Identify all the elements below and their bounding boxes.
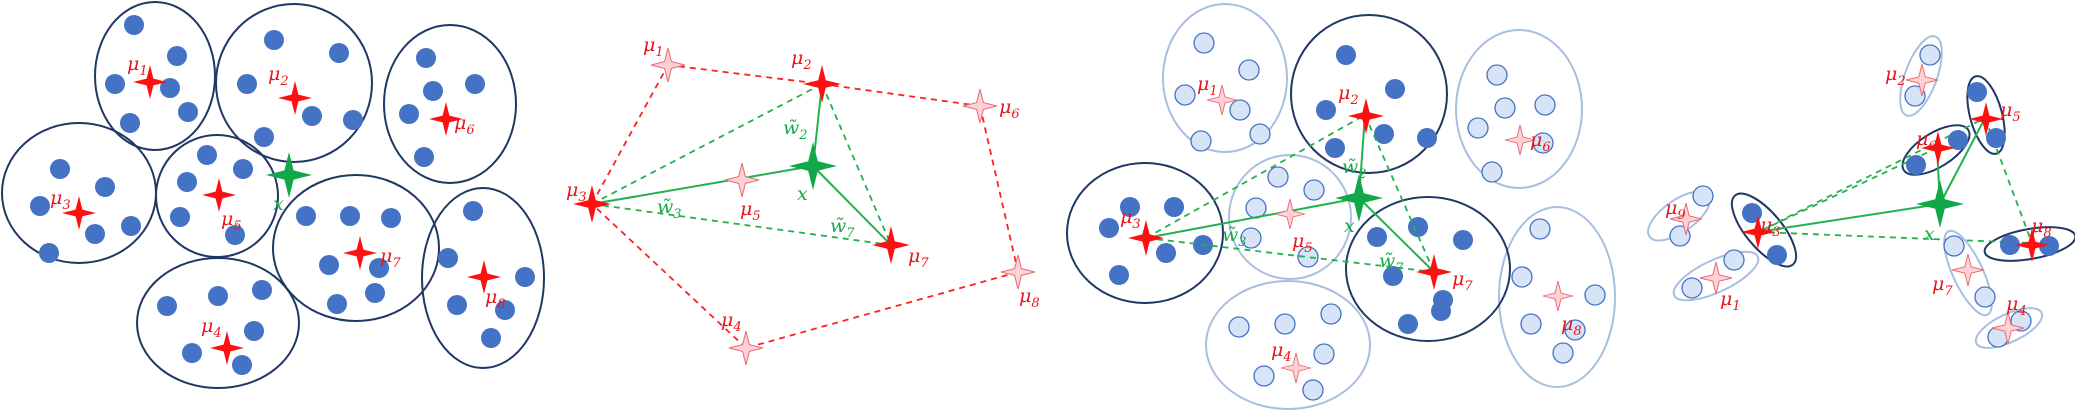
cluster-8-boundary	[1498, 206, 1616, 388]
panel-3-labels: μ1 μ2 μ6 μ3 μ5 μ7 μ8 μ4 x w̃2 w̃3 w̃7	[1120, 73, 1582, 365]
cluster-4-boundary	[136, 257, 300, 389]
svg-text:μ6: μ6	[454, 112, 475, 138]
svg-text:μ2: μ2	[268, 63, 289, 89]
svg-text:μ8: μ8	[2031, 215, 2052, 241]
svg-text:μ9: μ9	[1665, 197, 1686, 223]
cluster-1-boundary	[1672, 250, 1760, 302]
centroid-mu5-icon	[724, 162, 760, 198]
inactive-points	[1669, 44, 2032, 348]
svg-text:μ4: μ4	[201, 315, 222, 341]
svg-text:μ7: μ7	[1452, 268, 1473, 294]
svg-text:μ2: μ2	[791, 47, 812, 73]
svg-text:μ8: μ8	[1561, 313, 1582, 339]
red-dashed-hull	[591, 64, 1019, 349]
svg-text:w̃2: w̃2	[783, 117, 808, 143]
panel-4-sub-clusters: μ2 μ5 μ6 μ9 μ3 μ8 μ1 μ7 μ4 x	[1647, 35, 2075, 349]
svg-text:x: x	[273, 193, 284, 215]
cluster-5-boundary	[1228, 154, 1352, 280]
svg-text:μ3: μ3	[1120, 206, 1141, 232]
svg-text:μ2: μ2	[1338, 82, 1359, 108]
svg-text:w̃7: w̃7	[1379, 250, 1404, 276]
panel-1-clusters: μ1 μ2 μ6 μ3 μ5 μ7 μ8 μ4 x	[1, 1, 545, 389]
svg-text:μ7: μ7	[908, 245, 929, 271]
cluster-6-boundary	[1455, 29, 1583, 189]
panel-3-selected-clusters: μ1 μ2 μ6 μ3 μ5 μ7 μ8 μ4 x w̃2 w̃3 w̃7	[1066, 3, 1616, 410]
cluster-4-boundary	[1974, 307, 2044, 349]
cluster-7-boundary	[272, 174, 440, 322]
cluster-6-boundary	[383, 24, 517, 184]
panel-2-weights: μ1 μ2 μ6 μ3 μ5 μ7 μ8 μ4 x w̃2 w̃3 w̃7	[566, 34, 1040, 366]
cluster-5-boundary	[155, 134, 279, 258]
cluster-7-boundary	[1943, 229, 1993, 317]
svg-text:μ5: μ5	[740, 198, 761, 224]
inactive-points	[1174, 32, 1606, 401]
inactive-cluster-ellipses	[1162, 3, 1616, 410]
centroid-mu8-icon	[1542, 280, 1574, 312]
svg-text:w̃3: w̃3	[1222, 224, 1247, 250]
cluster-7-boundary	[1345, 196, 1511, 342]
inactive-cluster-ellipses	[1647, 35, 2044, 349]
cluster-1-boundary	[1162, 3, 1288, 153]
svg-text:w̃7: w̃7	[830, 215, 855, 241]
svg-text:μ8: μ8	[1019, 285, 1040, 311]
svg-text:μ4: μ4	[1271, 339, 1292, 365]
svg-text:w̃2: w̃2	[1342, 156, 1367, 182]
active-points	[1099, 45, 1473, 334]
svg-text:μ1: μ1	[643, 34, 664, 60]
centroid-mu8-icon	[1000, 254, 1036, 290]
panel-4-labels: μ2 μ5 μ6 μ9 μ3 μ8 μ1 μ7 μ4 x	[1665, 63, 2052, 319]
svg-text:μ4: μ4	[721, 309, 742, 335]
data-points	[30, 15, 535, 375]
svg-text:x: x	[1344, 215, 1355, 237]
svg-text:μ1: μ1	[1720, 288, 1741, 314]
active-points	[1742, 82, 2059, 265]
query-point-x-icon	[1916, 180, 1964, 228]
svg-text:μ6: μ6	[1530, 129, 1551, 155]
cluster-6-boundary	[1901, 124, 1971, 176]
svg-text:μ7: μ7	[380, 245, 401, 271]
svg-text:μ1: μ1	[1197, 73, 1218, 99]
svg-text:w̃3: w̃3	[657, 196, 682, 222]
green-dashed-triangle	[591, 83, 892, 246]
svg-text:μ1: μ1	[127, 53, 148, 79]
cluster-2-boundary	[1290, 14, 1448, 174]
svg-text:μ7: μ7	[1932, 273, 1953, 299]
cluster-3-boundary	[1066, 162, 1224, 304]
panel-1-labels: μ1 μ2 μ6 μ3 μ5 μ7 μ8 μ4 x	[50, 53, 506, 341]
cluster-8-boundary	[421, 187, 545, 369]
svg-text:x: x	[1924, 223, 1935, 245]
cluster-2-boundary	[215, 3, 373, 163]
cluster-2-boundary	[1899, 35, 1943, 117]
centroid-mu5-icon	[1274, 198, 1306, 230]
svg-text:μ2: μ2	[1885, 63, 1906, 89]
cluster-3-boundary	[1730, 192, 1798, 268]
svg-text:μ6: μ6	[999, 96, 1020, 122]
svg-text:μ4: μ4	[2006, 293, 2027, 319]
cluster-ellipses	[1, 1, 545, 389]
svg-text:μ5: μ5	[1292, 230, 1313, 256]
svg-text:μ3: μ3	[1760, 214, 1781, 240]
cluster-4-boundary	[1205, 280, 1371, 410]
cluster-3-boundary	[1, 122, 157, 264]
svg-text:μ8: μ8	[485, 286, 506, 312]
active-cluster-ellipses	[1066, 14, 1511, 342]
centroid-mu6-icon	[962, 88, 998, 124]
svg-text:μ6: μ6	[1916, 128, 1937, 154]
svg-text:μ5: μ5	[221, 208, 242, 234]
pink-centroids	[650, 47, 1036, 366]
green-dashed-triangle	[1145, 114, 1435, 273]
svg-text:μ5: μ5	[2000, 99, 2021, 125]
panel-2-labels: μ1 μ2 μ6 μ3 μ5 μ7 μ8 μ4 x w̃2 w̃3 w̃7	[566, 34, 1040, 335]
cluster-1-boundary	[94, 1, 216, 151]
centroid-mu7-icon	[1951, 253, 1985, 287]
svg-text:μ3: μ3	[566, 179, 587, 205]
svg-text:μ3: μ3	[50, 187, 71, 213]
svg-text:x: x	[797, 183, 808, 205]
centroid-mu5-icon	[202, 178, 236, 212]
